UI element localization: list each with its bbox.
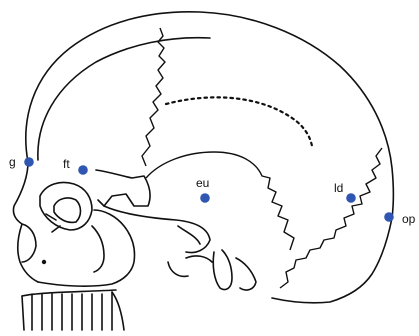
coronal-suture — [142, 28, 165, 166]
orbit-inner — [54, 198, 81, 222]
squamosal-suture — [146, 152, 294, 250]
nasal-outline — [13, 162, 38, 282]
orbit-outline — [40, 183, 92, 231]
landmark-g: g — [9, 155, 34, 169]
landmark-ld-dot — [346, 193, 356, 203]
mastoid-process — [213, 250, 232, 290]
nasal-aperture — [22, 224, 36, 262]
sphenoid-region — [96, 170, 150, 206]
occipital-condyle — [236, 258, 256, 290]
landmark-eu: eu — [196, 176, 210, 203]
landmark-ld: ld — [334, 181, 356, 203]
inner-vault-contour — [38, 38, 210, 160]
foramen — [42, 260, 46, 264]
landmark-ld-label: ld — [334, 181, 343, 195]
teeth-row — [22, 290, 124, 330]
temporal-line — [166, 97, 312, 146]
landmark-g-label: g — [9, 155, 16, 169]
landmark-op-label: op — [402, 212, 416, 226]
landmark-g-dot — [24, 157, 34, 167]
zygomatic-arch — [104, 206, 210, 253]
landmark-op-dot — [384, 212, 394, 222]
landmark-eu-label: eu — [196, 176, 209, 190]
landmark-eu-dot — [200, 193, 210, 203]
landmark-ft: ft — [63, 157, 88, 175]
landmark-op: op — [384, 212, 415, 226]
lambdoid-suture — [280, 148, 382, 288]
landmark-ft-dot — [78, 165, 88, 175]
zygomatic-bone — [92, 226, 104, 272]
maxilla — [38, 210, 135, 286]
ear-region — [168, 226, 212, 276]
landmark-ft-label: ft — [63, 157, 70, 171]
